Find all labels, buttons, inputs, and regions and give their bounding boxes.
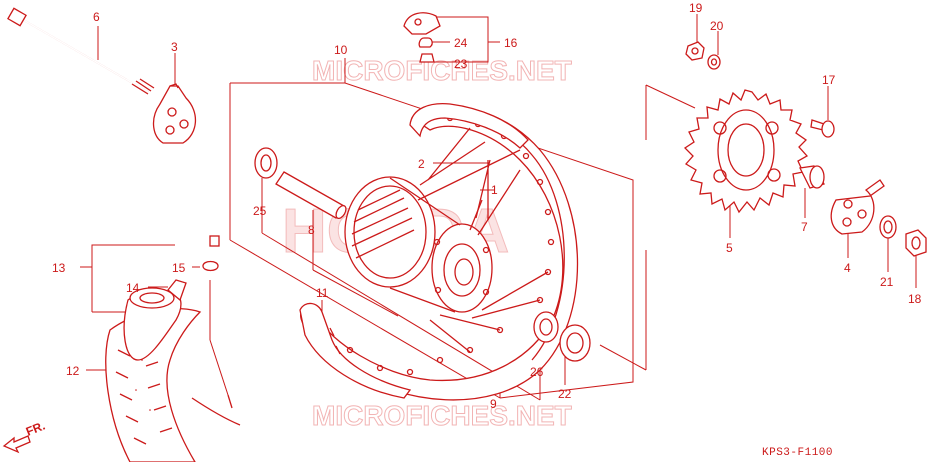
part-number-24: 24: [454, 36, 468, 50]
part-number-13: 13: [52, 261, 66, 275]
part-number-11: 11: [316, 286, 329, 300]
part-number-4: 4: [844, 261, 851, 275]
bearing-right: [533, 311, 559, 343]
part-number-21: 21: [880, 275, 894, 289]
part-number-15: 15: [172, 261, 186, 275]
part-number-16: 16: [504, 36, 518, 50]
part-number-26: 26: [530, 365, 544, 379]
diagram-code: KPS3-F1100: [762, 447, 833, 459]
direction-label: FR.: [24, 419, 47, 439]
adjuster-plate-left: [152, 83, 197, 144]
rear-wheel: [299, 102, 579, 401]
part-number-9: 9: [490, 397, 497, 411]
watermark-top: MICROFICHES.NET: [312, 55, 572, 86]
collar-7: [799, 165, 825, 189]
bolt-17: [810, 119, 835, 138]
valve-cap: [202, 235, 233, 409]
bearing-left: [254, 147, 278, 179]
part-number-1: 1: [491, 183, 498, 197]
part-number-25: 25: [253, 204, 267, 218]
adjuster-plate-right: [830, 179, 885, 235]
washer-21: [879, 215, 897, 239]
part-number-23: 23: [454, 57, 468, 71]
part-number-19: 19: [689, 1, 703, 15]
axle-nut-18: [905, 229, 927, 257]
part-number-12: 12: [66, 364, 80, 378]
part-number-6: 6: [93, 10, 100, 24]
part-number-10: 10: [334, 43, 348, 57]
front-direction-arrow: FR.: [2, 419, 47, 454]
tube: [123, 279, 187, 361]
nut-19: [685, 41, 705, 61]
part-number-8: 8: [308, 223, 315, 237]
part-labels: 1 2 3 4 5 6 7 8 9 10 11 12 13 14 15 16 1…: [52, 1, 922, 411]
part-number-3: 3: [171, 40, 178, 54]
driven-sprocket: [683, 89, 809, 214]
oil-seal-right: [559, 324, 591, 362]
part-number-18: 18: [908, 292, 922, 306]
axle: [7, 7, 155, 95]
part-number-22: 22: [558, 387, 572, 401]
chain-adjuster-top: [403, 12, 441, 63]
part-number-14: 14: [126, 281, 140, 295]
part-number-2: 2: [418, 157, 425, 171]
part-number-20: 20: [710, 19, 724, 33]
watermark-bottom: MICROFICHES.NET: [312, 400, 572, 431]
washer-20: [707, 54, 721, 70]
part-number-5: 5: [726, 241, 733, 255]
part-number-7: 7: [801, 220, 808, 234]
spacer: [275, 171, 347, 220]
part-number-17: 17: [822, 73, 836, 87]
